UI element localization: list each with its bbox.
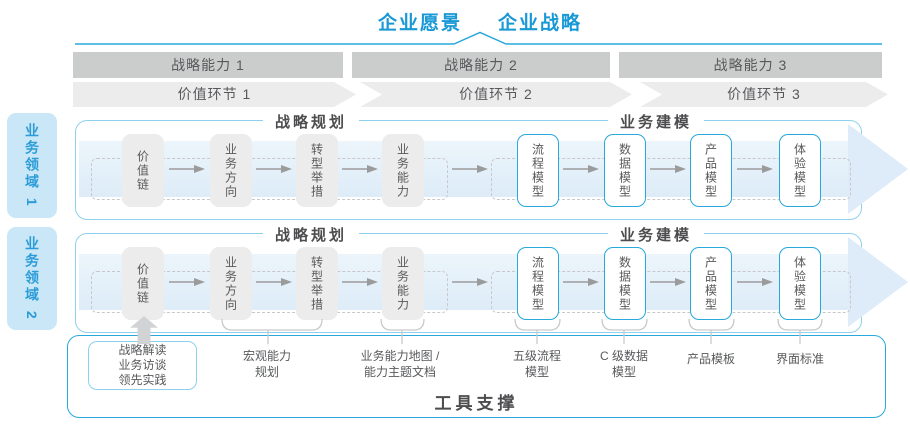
flow-arrow-icon	[737, 165, 773, 173]
business-domain-label-2: 业务领域 2	[7, 227, 57, 330]
modeling-dashed-group	[491, 271, 851, 313]
tool-support-label: 工具支撑	[434, 394, 519, 413]
stage-box-transformation: 转型举措	[296, 134, 338, 207]
annotation-macro-capability: 宏观能力 规划	[242, 349, 291, 379]
value-link-chevron-1: 价值环节 1	[73, 82, 356, 107]
strategy-dashed-group	[91, 158, 448, 200]
modeling-dashed-group	[491, 158, 851, 200]
capability-bar-3: 战略能力 3	[619, 52, 882, 78]
flow-arrow-icon	[650, 165, 686, 173]
stage-box-biz-capability: 业务能力	[382, 247, 424, 320]
flow-arrow-icon	[563, 165, 599, 173]
stage-box-experience-model: 体验模型	[779, 134, 821, 207]
annotation-process-model: 五级流程 模型	[512, 349, 561, 379]
stage-box-biz-direction: 业务方向	[210, 134, 252, 207]
stage-box-product-model: 产品模型	[690, 247, 732, 320]
capability-bar-1: 战略能力 1	[73, 52, 343, 78]
vision-title: 企业愿景	[377, 13, 462, 34]
practice-annotation-box: 战略解读 业务访谈 领先实践	[88, 341, 197, 390]
flow-band-arrowhead-icon	[848, 124, 908, 214]
value-link-chevron-3: 价值环节 3	[640, 82, 888, 107]
flow-arrow-icon	[169, 165, 205, 173]
diagram-title: 企业愿景 企业战略	[378, 8, 582, 35]
stage-box-biz-direction: 业务方向	[210, 247, 252, 320]
flow-arrow-icon	[563, 278, 599, 286]
tool-support-container: 工具支撑	[67, 335, 886, 418]
flow-row-domain-2: 战略规划 业务建模 价值链 业务方向 转型举措 业务能力 流程模型 数据模型 产…	[75, 224, 908, 333]
flow-arrow-icon	[650, 278, 686, 286]
flow-arrow-icon	[452, 278, 488, 286]
flow-arrow-icon	[737, 278, 773, 286]
stage-box-value-chain: 价值链	[122, 247, 164, 320]
flow-arrow-icon	[452, 165, 488, 173]
annotation-product-template: 产品模板	[686, 352, 735, 366]
strategy-title: 企业战略	[498, 13, 583, 34]
stage-box-process-model: 流程模型	[517, 134, 559, 207]
stage-box-biz-capability: 业务能力	[382, 134, 424, 207]
flow-arrow-icon	[256, 165, 292, 173]
strategy-planning-header: 战略规划	[262, 111, 360, 132]
flow-arrow-icon	[342, 165, 378, 173]
annotation-ui-standard: 界面标准	[775, 352, 824, 366]
business-modeling-header: 业务建模	[607, 111, 705, 132]
business-domain-label-1: 业务领域 1	[7, 113, 57, 218]
strategy-planning-header: 战略规划	[262, 224, 360, 245]
flow-arrow-icon	[342, 278, 378, 286]
stage-box-value-chain: 价值链	[122, 134, 164, 207]
stage-box-process-model: 流程模型	[517, 247, 559, 320]
flow-arrow-icon	[169, 278, 205, 286]
capability-bar-2: 战略能力 2	[352, 52, 610, 78]
stage-box-experience-model: 体验模型	[779, 247, 821, 320]
value-link-chevron-2: 价值环节 2	[360, 82, 632, 107]
strategy-dashed-group	[91, 271, 448, 313]
annotation-capability-map: 业务能力地图 / 能力主题文档	[360, 349, 440, 379]
stage-box-data-model: 数据模型	[604, 247, 646, 320]
flow-band-arrowhead-icon	[848, 237, 908, 327]
business-modeling-header: 业务建模	[607, 224, 705, 245]
flow-row-domain-1: 战略规划 业务建模 价值链 业务方向 转型举措 业务能力 流程模型 数据模型 产…	[75, 111, 908, 220]
stage-box-data-model: 数据模型	[604, 134, 646, 207]
annotation-data-model: C 级数据 模型	[599, 349, 648, 379]
flow-arrow-icon	[256, 278, 292, 286]
stage-box-transformation: 转型举措	[296, 247, 338, 320]
stage-box-product-model: 产品模型	[690, 134, 732, 207]
